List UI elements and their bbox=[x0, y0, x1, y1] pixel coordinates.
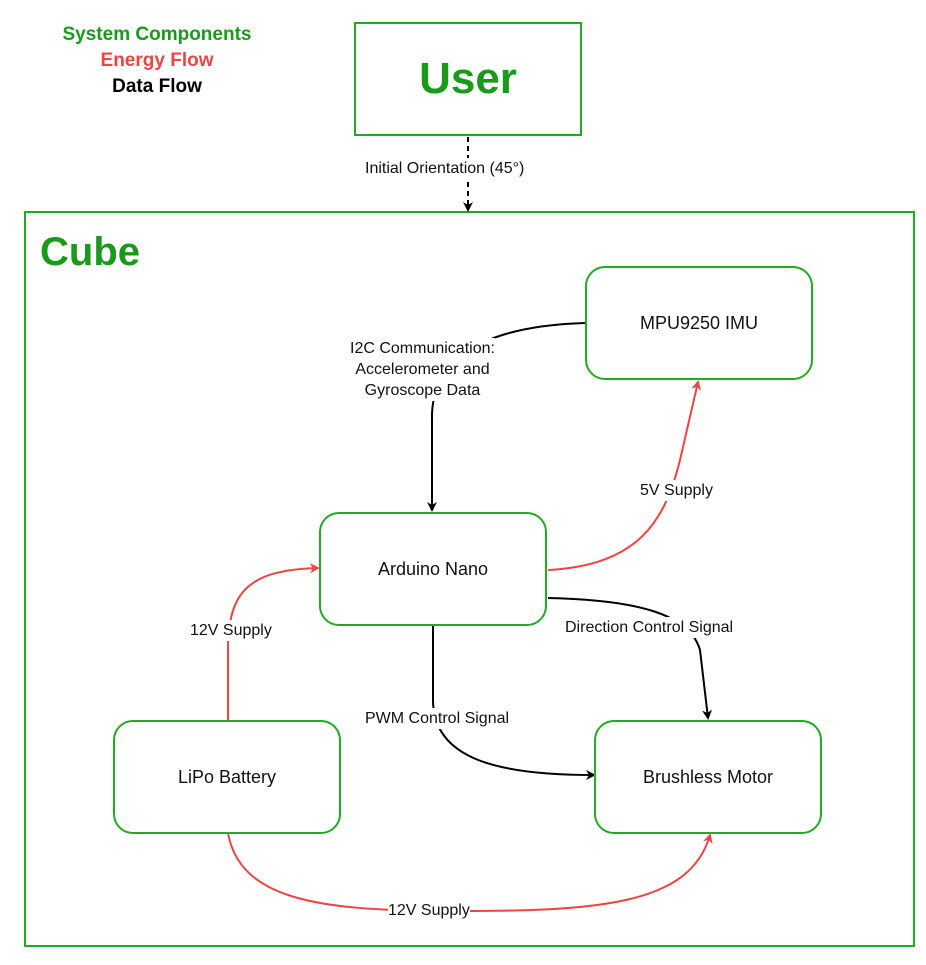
legend-data-flow: Data Flow bbox=[112, 76, 202, 97]
node-lipo-battery: LiPo Battery bbox=[113, 720, 341, 834]
node-arduino-nano-label: Arduino Nano bbox=[377, 558, 489, 579]
node-brushless-motor-label: Brushless Motor bbox=[642, 766, 774, 787]
edge-label-initial-orientation: Initial Orientation (45°) bbox=[365, 158, 525, 179]
node-lipo-battery-label: LiPo Battery bbox=[177, 766, 277, 787]
cube-label: Cube bbox=[40, 230, 140, 274]
edge-label-5v-supply: 5V Supply bbox=[640, 480, 713, 501]
edge-label-i2c: I2C Communication: Accelerometer and Gyr… bbox=[350, 338, 495, 401]
node-arduino-nano: Arduino Nano bbox=[319, 512, 547, 626]
edge-direction-signal bbox=[547, 597, 713, 720]
node-mpu9250-imu: MPU9250 IMU bbox=[585, 266, 813, 380]
legend-energy-flow: Energy Flow bbox=[100, 50, 214, 71]
edge-label-i2c-line3: Gyroscope Data bbox=[364, 382, 481, 399]
user-label: User bbox=[419, 54, 517, 103]
edge-12v-arduino bbox=[227, 563, 320, 720]
legend-system-components: System Components bbox=[62, 24, 252, 45]
edge-label-12v-arduino: 12V Supply bbox=[190, 620, 272, 641]
node-mpu9250-imu-label: MPU9250 IMU bbox=[639, 312, 759, 333]
edge-pwm-signal bbox=[432, 626, 596, 780]
legend: System Components Energy Flow Data Flow bbox=[42, 22, 272, 100]
edge-label-12v-motor: 12V Supply bbox=[388, 900, 470, 921]
edge-label-i2c-line1: I2C Communication: bbox=[350, 340, 495, 357]
edge-label-direction-signal: Direction Control Signal bbox=[565, 617, 734, 638]
edge-label-pwm-signal: PWM Control Signal bbox=[365, 708, 510, 729]
edge-5v-supply bbox=[547, 380, 702, 571]
node-brushless-motor: Brushless Motor bbox=[594, 720, 822, 834]
edge-label-i2c-line2: Accelerometer and bbox=[355, 361, 490, 378]
user-box: User bbox=[354, 22, 582, 136]
